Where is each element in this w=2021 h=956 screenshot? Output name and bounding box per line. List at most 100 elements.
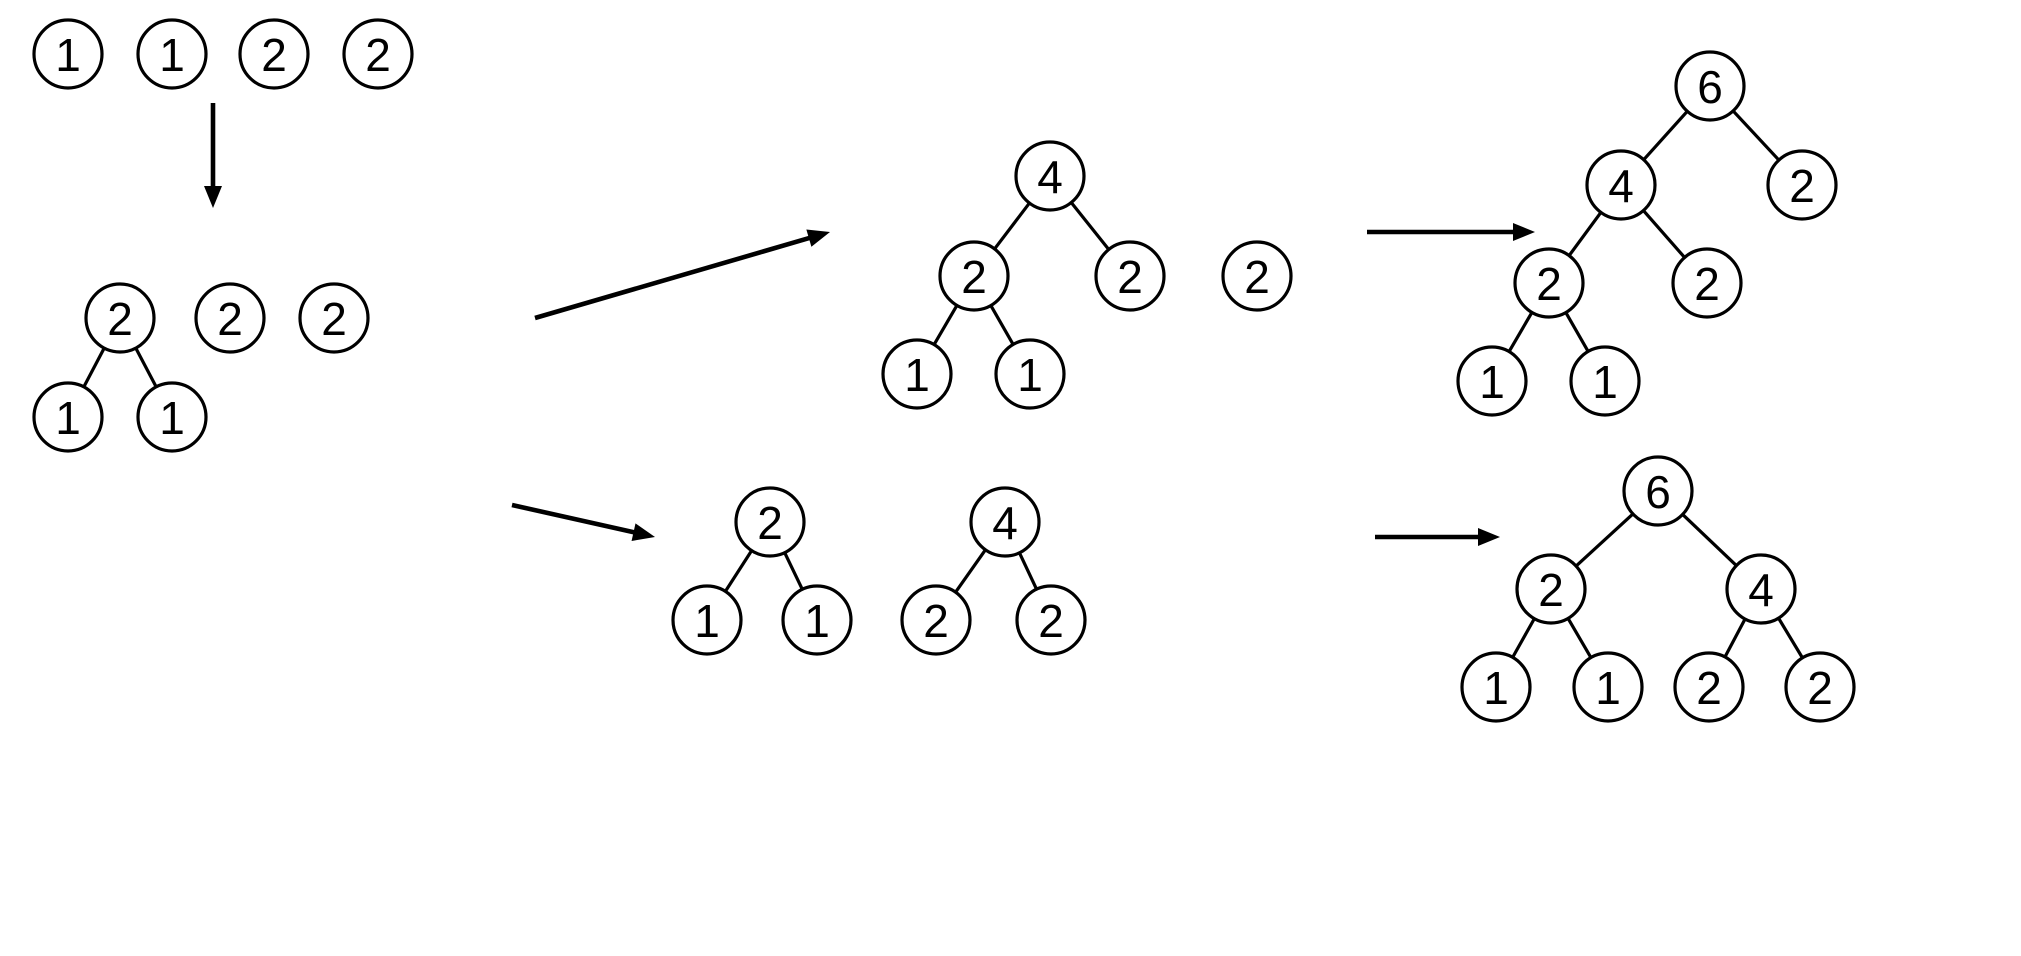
node-circle: [1094, 240, 1166, 312]
node-weight-label: 1: [694, 595, 720, 647]
node-circle: [238, 18, 310, 90]
stage-edges-branch-a-step-2: [932, 201, 1111, 346]
node-circle: [1784, 651, 1856, 723]
tree-node: 6: [1622, 455, 1694, 527]
node-weight-label: 1: [804, 595, 830, 647]
node-weight-label: 1: [1479, 356, 1505, 408]
tree-node: 1: [136, 381, 208, 453]
arrow-head-icon: [631, 523, 655, 541]
arrow-right-branch-b-final: [1375, 528, 1500, 546]
arrow-head-icon: [204, 186, 222, 208]
tree-node: 4: [1585, 149, 1657, 221]
tree-node: 2: [1515, 553, 1587, 625]
node-circle: [298, 282, 370, 354]
tree-node: 2: [194, 282, 266, 354]
tree-edge: [82, 347, 106, 388]
tree-edge: [1017, 552, 1039, 590]
node-weight-label: 2: [1696, 662, 1722, 714]
node-circle: [1515, 553, 1587, 625]
node-circle: [194, 282, 266, 354]
node-weight-label: 2: [217, 293, 243, 345]
tree-node: 1: [994, 338, 1066, 410]
node-weight-label: 1: [55, 29, 81, 81]
tree-node: 1: [1569, 345, 1641, 417]
tree-edge: [993, 202, 1031, 250]
tree-edge: [954, 548, 987, 594]
tree-edge: [724, 549, 753, 593]
node-weight-label: 2: [1244, 251, 1270, 303]
node-weight-label: 1: [159, 29, 185, 81]
node-weight-label: 2: [961, 251, 987, 303]
node-circle: [1460, 651, 1532, 723]
tree-edge: [1681, 513, 1738, 567]
tree-edge: [1731, 109, 1781, 162]
node-circle: [1674, 50, 1746, 122]
node-circle: [734, 486, 806, 558]
node-circle: [900, 584, 972, 656]
tree-node: 2: [1784, 651, 1856, 723]
tree-edge: [989, 304, 1015, 346]
stage-edges-first-merge-result: [82, 347, 158, 388]
tree-node: 4: [969, 486, 1041, 558]
arrow-down-initial-to-step1: [204, 103, 222, 208]
node-weight-label: 2: [365, 29, 391, 81]
arrow-up-right-to-branch-a: [534, 229, 830, 321]
node-circle: [1456, 345, 1528, 417]
node-circle: [781, 584, 853, 656]
tree-edge: [1566, 617, 1593, 659]
node-circle: [1725, 553, 1797, 625]
node-weight-label: 1: [1592, 356, 1618, 408]
node-weight-label: 2: [923, 595, 949, 647]
tree-edge: [783, 551, 804, 591]
stage-nodes-initial-leaf-list: 1 1 2 2: [32, 18, 414, 90]
tree-edge: [1069, 201, 1111, 251]
node-weight-label: 2: [1694, 258, 1720, 310]
node-circle: [1015, 584, 1087, 656]
tree-node: 2: [1513, 247, 1585, 319]
stage-edges-branch-b-step-2: [724, 548, 1039, 594]
tree-node: 2: [238, 18, 310, 90]
arrow-right-branch-a-final: [1367, 223, 1535, 241]
arrow-head-icon: [1513, 223, 1535, 241]
tree-node: 1: [32, 18, 104, 90]
node-circle: [32, 18, 104, 90]
tree-node: 1: [1460, 651, 1532, 723]
tree-edge: [1642, 209, 1686, 259]
node-weight-label: 2: [1117, 251, 1143, 303]
tree-node: 2: [84, 282, 156, 354]
node-circle: [994, 338, 1066, 410]
tree-edge: [932, 304, 959, 346]
node-circle: [1622, 455, 1694, 527]
node-weight-label: 2: [321, 293, 347, 345]
node-weight-label: 2: [1789, 160, 1815, 212]
node-weight-label: 2: [261, 29, 287, 81]
tree-node: 4: [1014, 140, 1086, 212]
tree-node: 2: [298, 282, 370, 354]
node-circle: [136, 381, 208, 453]
node-weight-label: 1: [1017, 349, 1043, 401]
tree-node: 1: [881, 338, 953, 410]
node-weight-label: 1: [1595, 662, 1621, 714]
node-weight-label: 2: [107, 293, 133, 345]
tree-node: 2: [1766, 149, 1838, 221]
tree-edge: [1511, 617, 1536, 659]
arrow-down-right-to-branch-b: [511, 502, 655, 541]
tree-edge: [1642, 110, 1689, 161]
node-weight-label: 4: [1037, 151, 1063, 203]
node-circle: [32, 381, 104, 453]
tree-node: 2: [1015, 584, 1087, 656]
node-circle: [1766, 149, 1838, 221]
tree-node: 2: [1673, 651, 1745, 723]
node-circle: [1513, 247, 1585, 319]
node-circle: [671, 584, 743, 656]
node-weight-label: 2: [1538, 564, 1564, 616]
tree-edge: [134, 347, 158, 388]
flow-arrows-layer: [204, 103, 1535, 546]
node-circle: [84, 282, 156, 354]
node-weight-label: 1: [159, 392, 185, 444]
node-weight-label: 4: [1608, 160, 1634, 212]
